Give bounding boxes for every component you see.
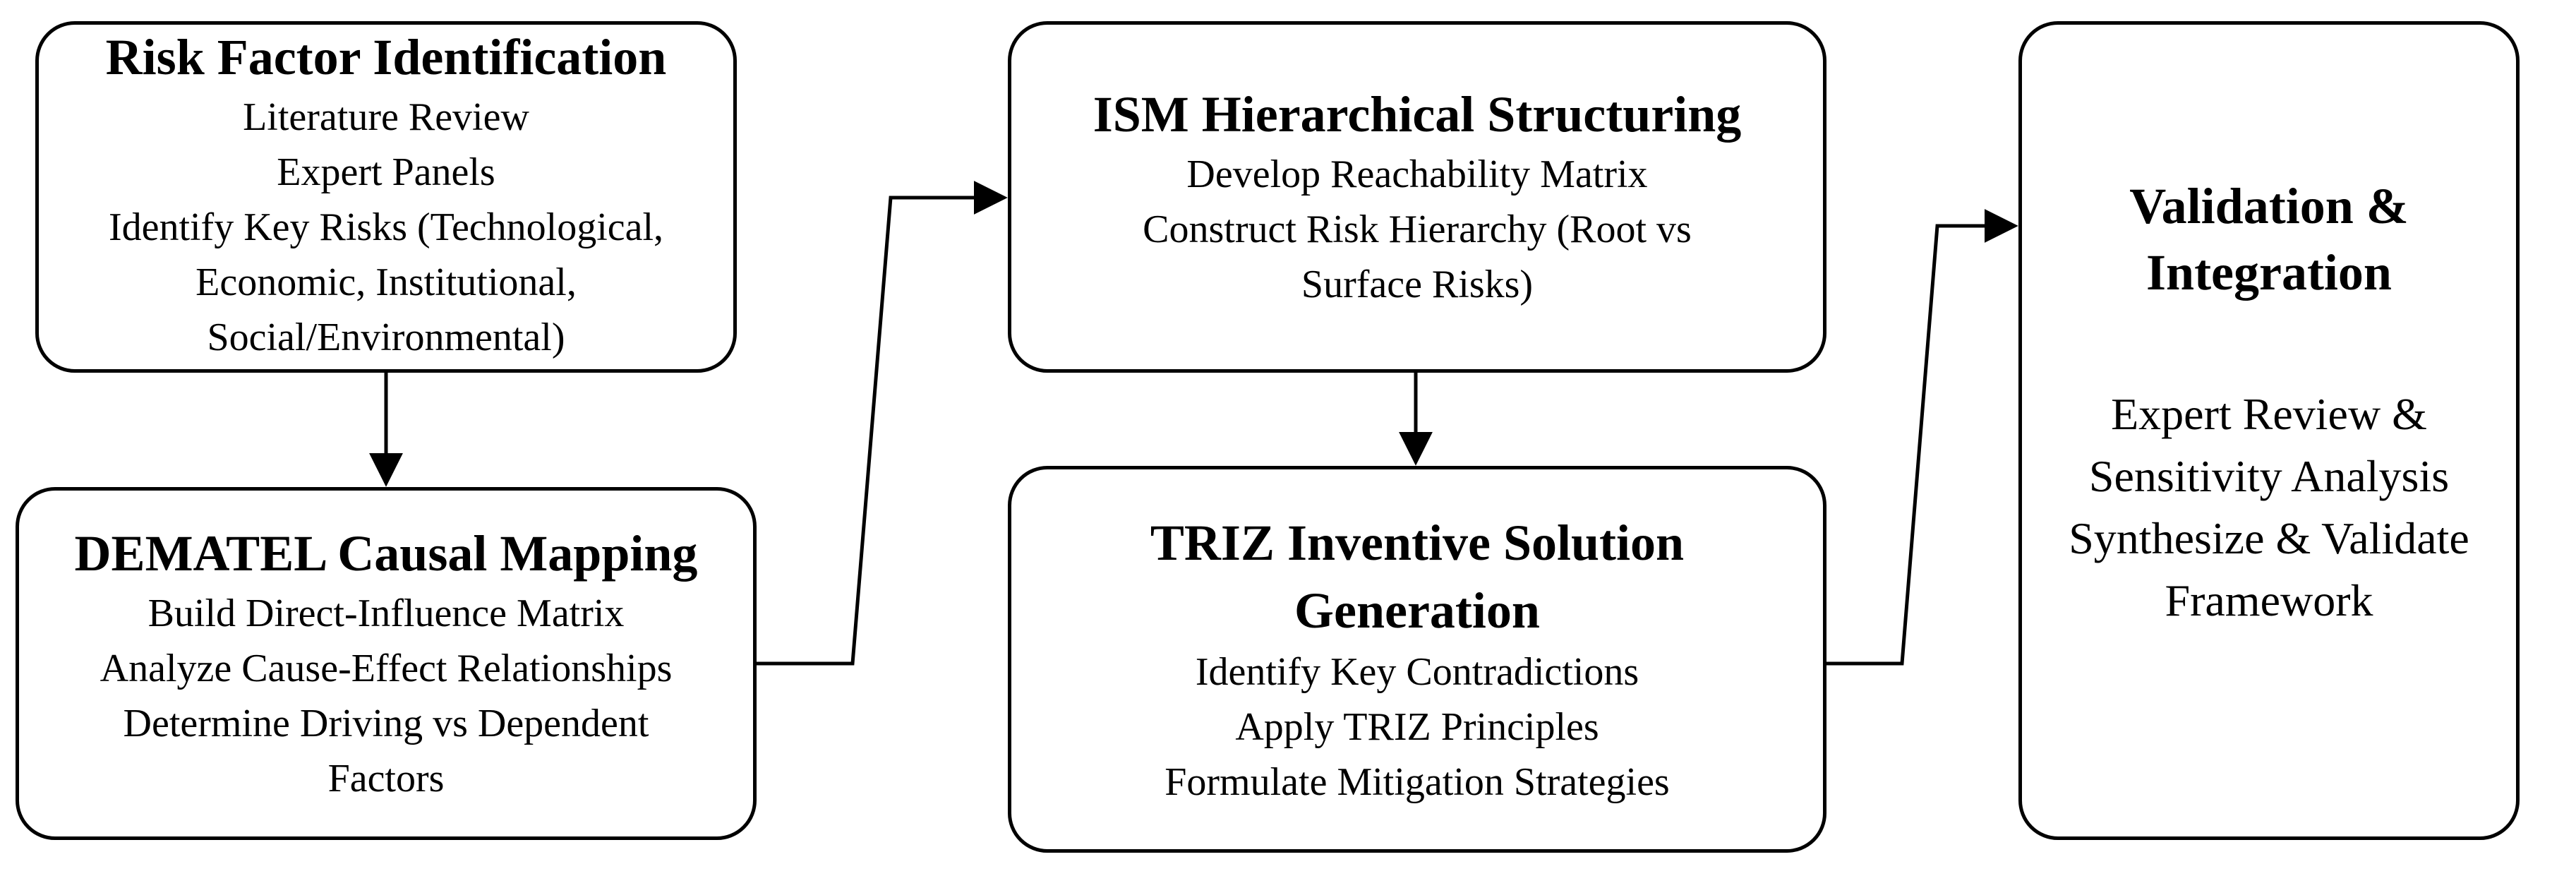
node-title: DEMATEL Causal Mapping <box>74 525 698 582</box>
node-line: Build Direct-Influence Matrix <box>148 592 625 635</box>
node-triz-inventive-solution-generation: TRIZ Inventive Solution Generation Ident… <box>1008 466 1826 853</box>
node-line: Literature Review <box>243 95 529 139</box>
node-line: Identify Key Contradictions <box>1195 650 1639 694</box>
node-line: Expert Panels <box>277 150 495 194</box>
node-title: Validation & <box>2129 178 2409 234</box>
node-title: Integration <box>2146 244 2392 301</box>
node-title: Generation <box>1294 582 1540 639</box>
edge-triz-to-validation <box>1826 209 2018 666</box>
node-title: TRIZ Inventive Solution <box>1150 515 1685 571</box>
edge-dematel-to-ism <box>757 181 1008 666</box>
node-validation-integration: Validation & Integration Expert Review &… <box>2018 21 2520 840</box>
node-line: Synthesize & Validate <box>2069 513 2469 563</box>
node-line: Apply TRIZ Principles <box>1235 705 1599 749</box>
node-line: Sensitivity Analysis <box>2088 451 2450 501</box>
node-line: Surface Risks) <box>1301 263 1534 306</box>
node-line: Framework <box>2165 575 2373 625</box>
node-line: Construct Risk Hierarchy (Root vs <box>1143 208 1692 251</box>
node-title: Risk Factor Identification <box>105 29 667 85</box>
node-line: Economic, Institutional, <box>195 260 577 304</box>
node-line: Factors <box>327 757 445 800</box>
node-dematel-causal-mapping: DEMATEL Causal Mapping Build Direct-Infl… <box>16 487 757 840</box>
node-line: Analyze Cause-Effect Relationships <box>100 647 673 690</box>
node-line: Develop Reachability Matrix <box>1186 152 1648 196</box>
node-line: Social/Environmental) <box>207 316 565 359</box>
node-ism-hierarchical-structuring: ISM Hierarchical Structuring Develop Rea… <box>1008 21 1826 373</box>
node-line: Determine Driving vs Dependent <box>123 702 649 745</box>
node-line: Identify Key Risks (Technological, <box>108 205 664 249</box>
node-title: ISM Hierarchical Structuring <box>1093 86 1742 143</box>
node-line: Formulate Mitigation Strategies <box>1164 760 1670 804</box>
node-risk-factor-identification: Risk Factor Identification Literature Re… <box>35 21 737 373</box>
node-line: Expert Review & <box>2111 389 2427 439</box>
